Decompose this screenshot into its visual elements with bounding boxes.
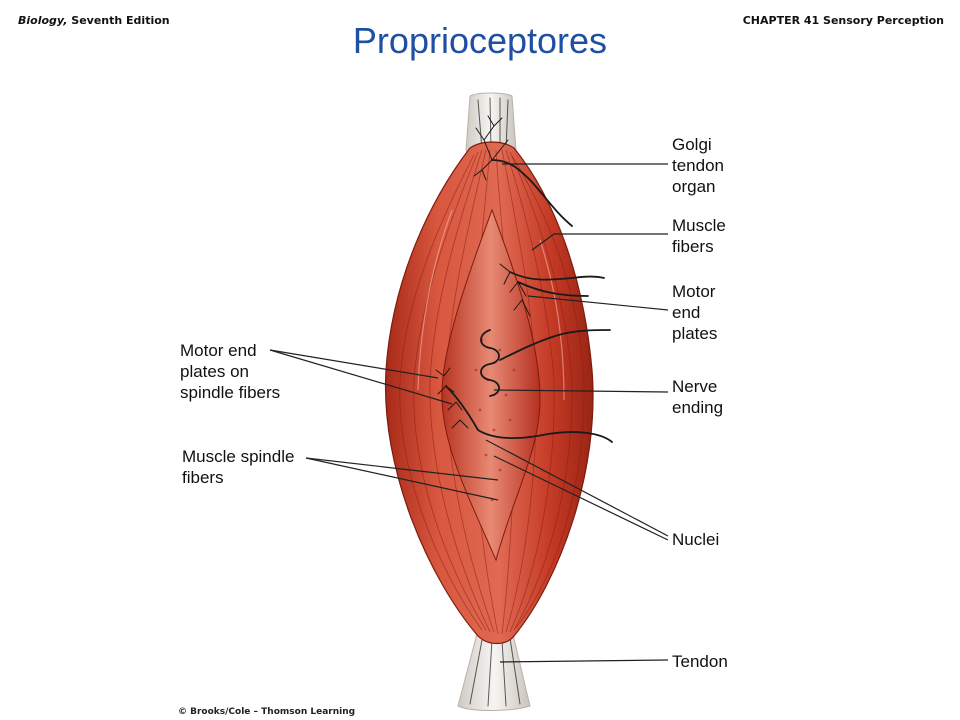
spindle-motor-plates bbox=[435, 329, 613, 443]
spindle-dots bbox=[474, 338, 516, 502]
motor-end-plates bbox=[499, 263, 605, 317]
book-edition: Seventh Edition bbox=[71, 14, 170, 27]
label-nuclei: Nuclei bbox=[672, 530, 719, 549]
label-golgi-2: tendon bbox=[672, 156, 724, 175]
label-muscle-spindle-1: Muscle spindle bbox=[182, 447, 294, 466]
leader-lines bbox=[269, 163, 669, 663]
chapter-header: CHAPTER 41 Sensory Perception bbox=[742, 14, 944, 27]
book-header: Biology, Seventh Edition bbox=[18, 14, 170, 27]
label-nerve-ending-2: ending bbox=[672, 398, 723, 417]
slide-title: Proprioceptores bbox=[352, 20, 608, 61]
label-muscle-fibers-1: Muscle bbox=[672, 216, 726, 235]
label-muscle-fibers-2: fibers bbox=[672, 237, 714, 256]
label-golgi-3: organ bbox=[672, 177, 715, 196]
label-mep-spindle-3: spindle fibers bbox=[180, 383, 280, 402]
label-motor-end-plates-3: plates bbox=[672, 324, 717, 343]
label-motor-end-plates-1: Motor bbox=[672, 282, 716, 301]
label-golgi-1: Golgi bbox=[672, 135, 712, 154]
label-muscle-spindle-2: fibers bbox=[182, 468, 224, 487]
label-mep-spindle-1: Motor end bbox=[180, 341, 257, 360]
label-nerve-ending-1: Nerve bbox=[672, 377, 717, 396]
nerve-ending-coils bbox=[480, 329, 500, 397]
copyright-notice: © Brooks/Cole – Thomson Learning bbox=[178, 707, 356, 717]
golgi-tendon-organ bbox=[473, 115, 573, 227]
label-mep-spindle-2: plates on bbox=[180, 362, 249, 381]
muscle-striations bbox=[399, 149, 585, 635]
muscle-spindle bbox=[441, 208, 541, 562]
label-tendon: Tendon bbox=[672, 652, 728, 671]
label-motor-end-plates-2: end bbox=[672, 303, 700, 322]
book-title: Biology, bbox=[18, 14, 68, 27]
